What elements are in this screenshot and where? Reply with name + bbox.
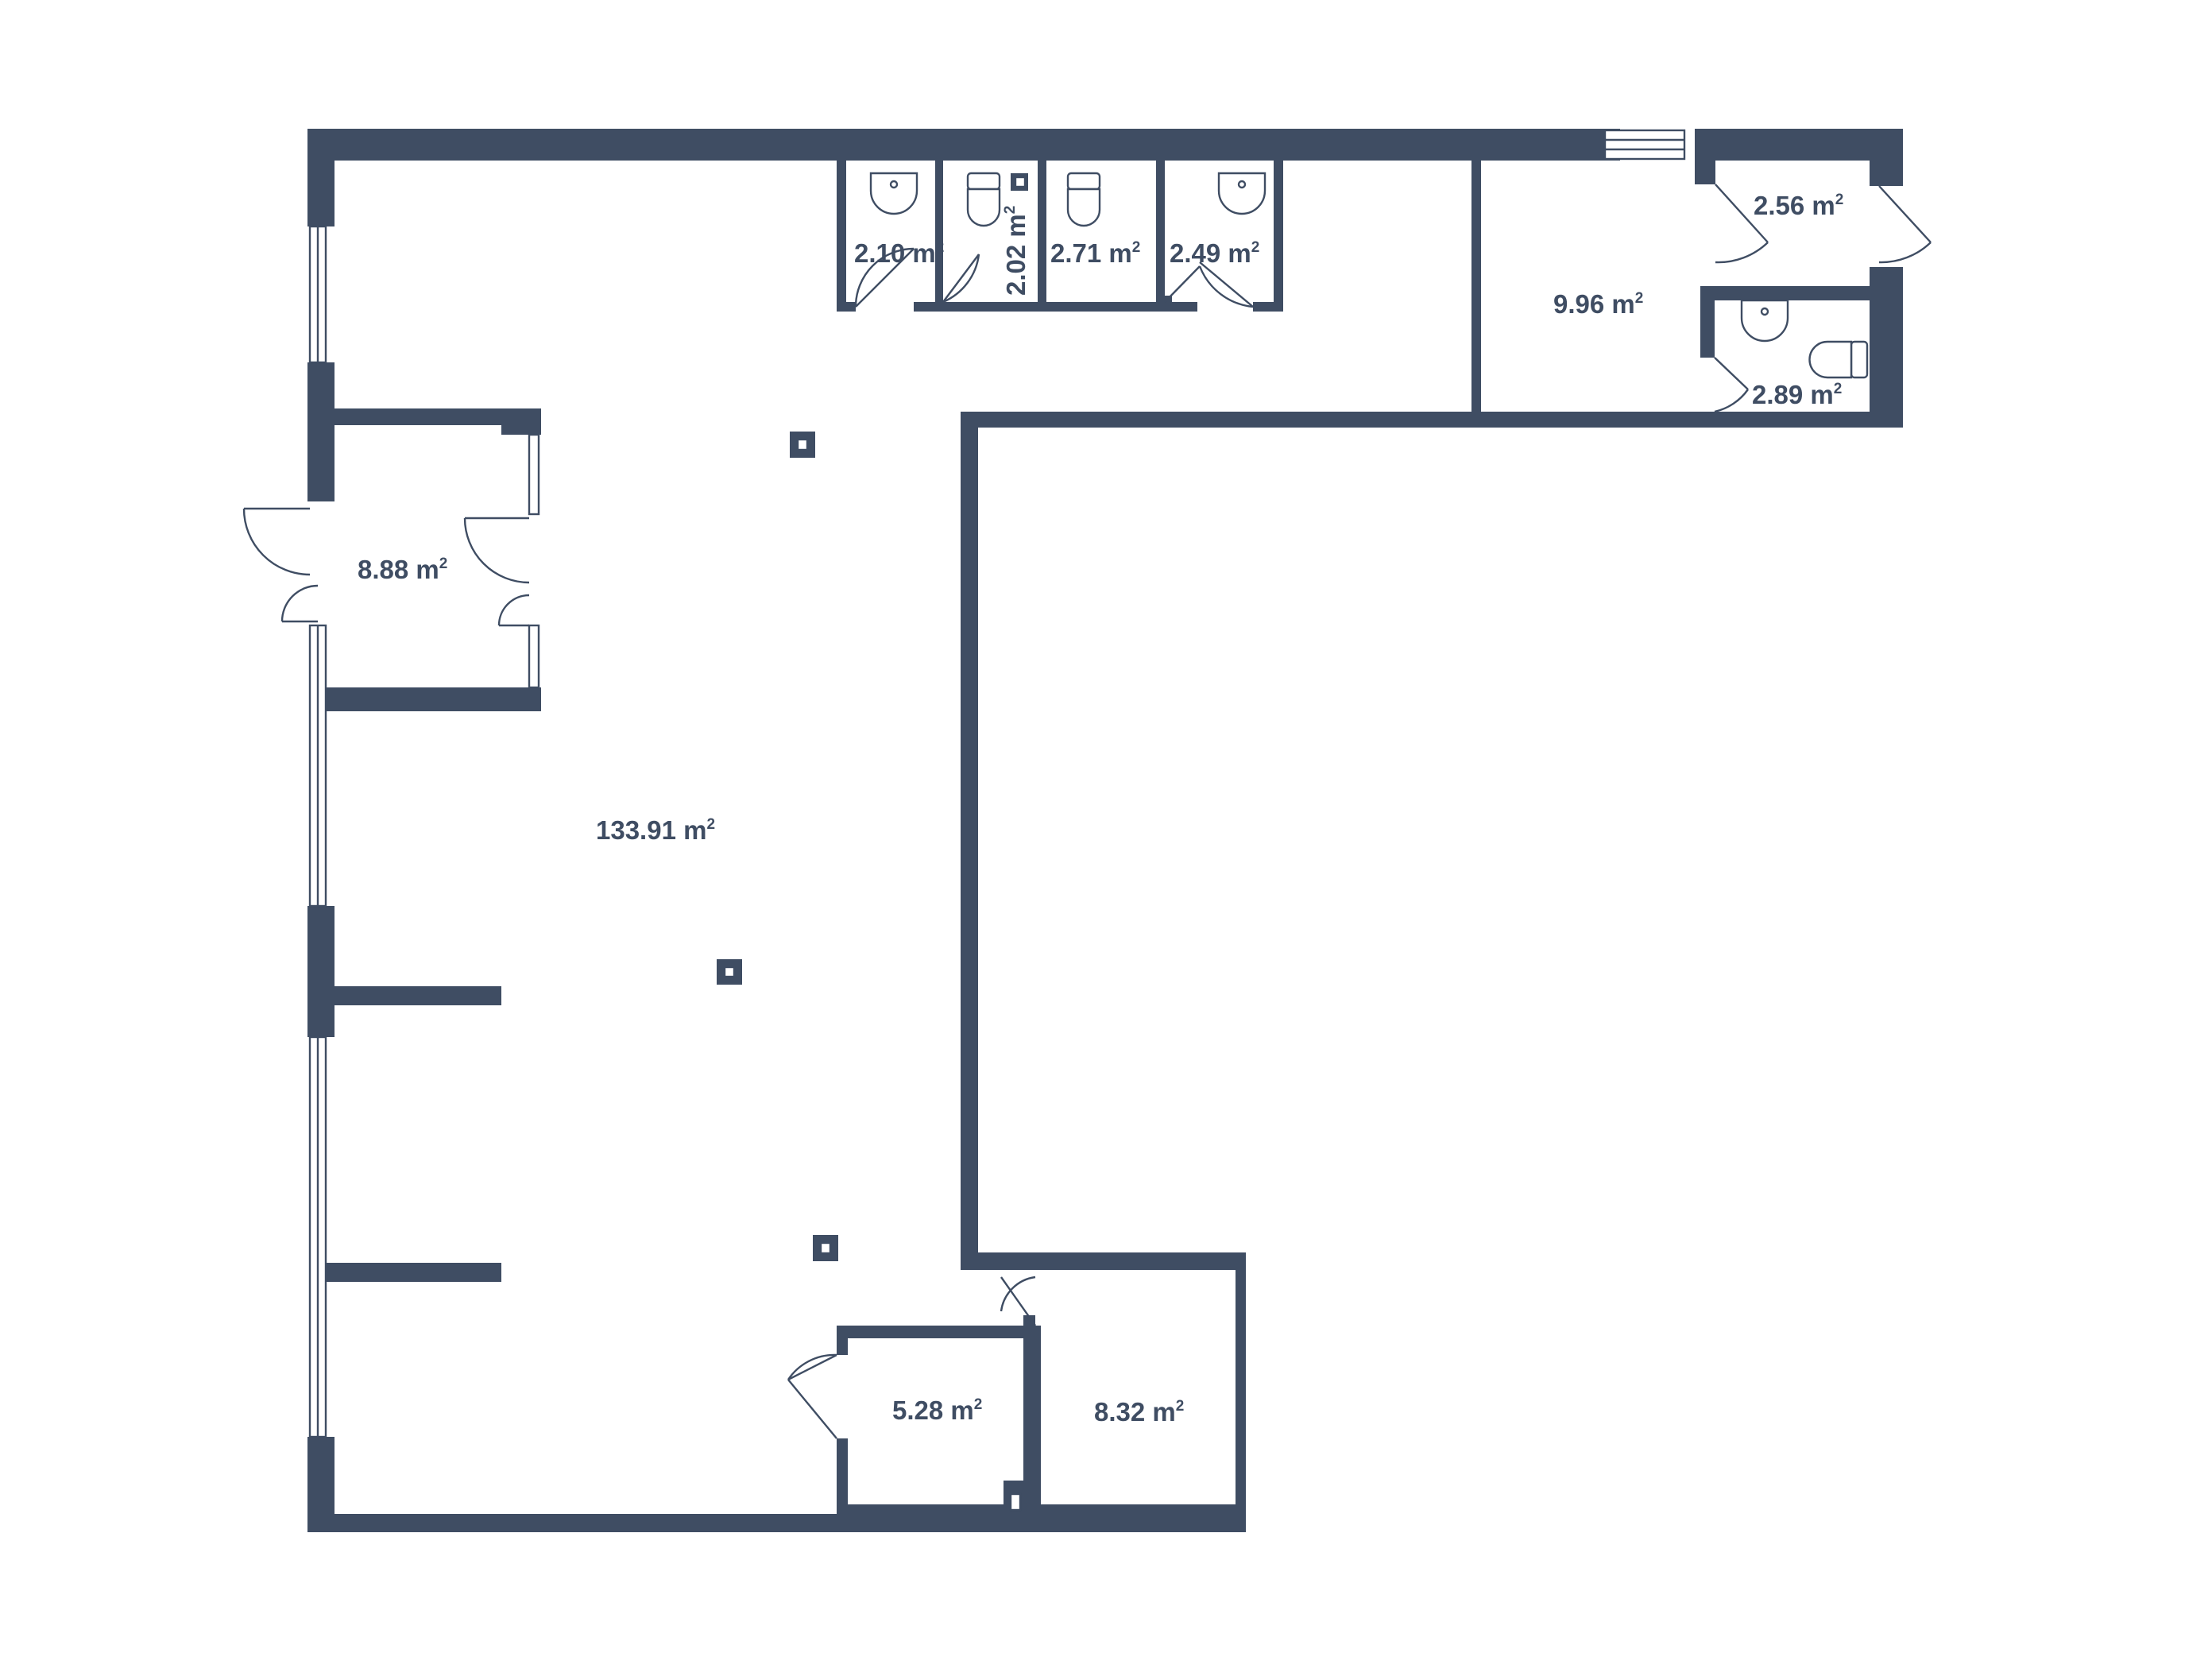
interior-walls	[326, 161, 1872, 1532]
toilet-icon	[1066, 172, 1101, 227]
room-area-wc-2: 2.02 m2	[1001, 206, 1031, 296]
doors	[242, 184, 1932, 1439]
room-area-wc-4: 2.49 m2	[1170, 238, 1259, 268]
room-area-storage-large: 8.32 m2	[1094, 1397, 1184, 1427]
room-area-wc-3: 2.71 m2	[1050, 238, 1140, 268]
structural-columns	[717, 176, 1027, 1512]
toilet-icon	[1808, 340, 1869, 379]
room-area-entrance-vestibule: 8.88 m2	[358, 555, 447, 584]
exterior-walls	[307, 129, 1903, 1532]
sink-icon	[869, 172, 918, 215]
sink-icon	[1740, 299, 1789, 343]
sink-icon	[1217, 172, 1266, 215]
room-area-back-wc: 2.89 m2	[1752, 380, 1842, 409]
room-area-back-corridor: 2.56 m2	[1754, 191, 1843, 220]
room-area-main-hall: 133.91 m2	[596, 815, 715, 845]
room-area-wc-1: 2.10 m2	[854, 238, 944, 268]
windows	[308, 129, 1686, 1438]
toilet-icon	[966, 172, 1001, 227]
room-area-back-room: 9.96 m2	[1553, 289, 1643, 319]
room-area-storage-small: 5.28 m2	[892, 1396, 982, 1425]
